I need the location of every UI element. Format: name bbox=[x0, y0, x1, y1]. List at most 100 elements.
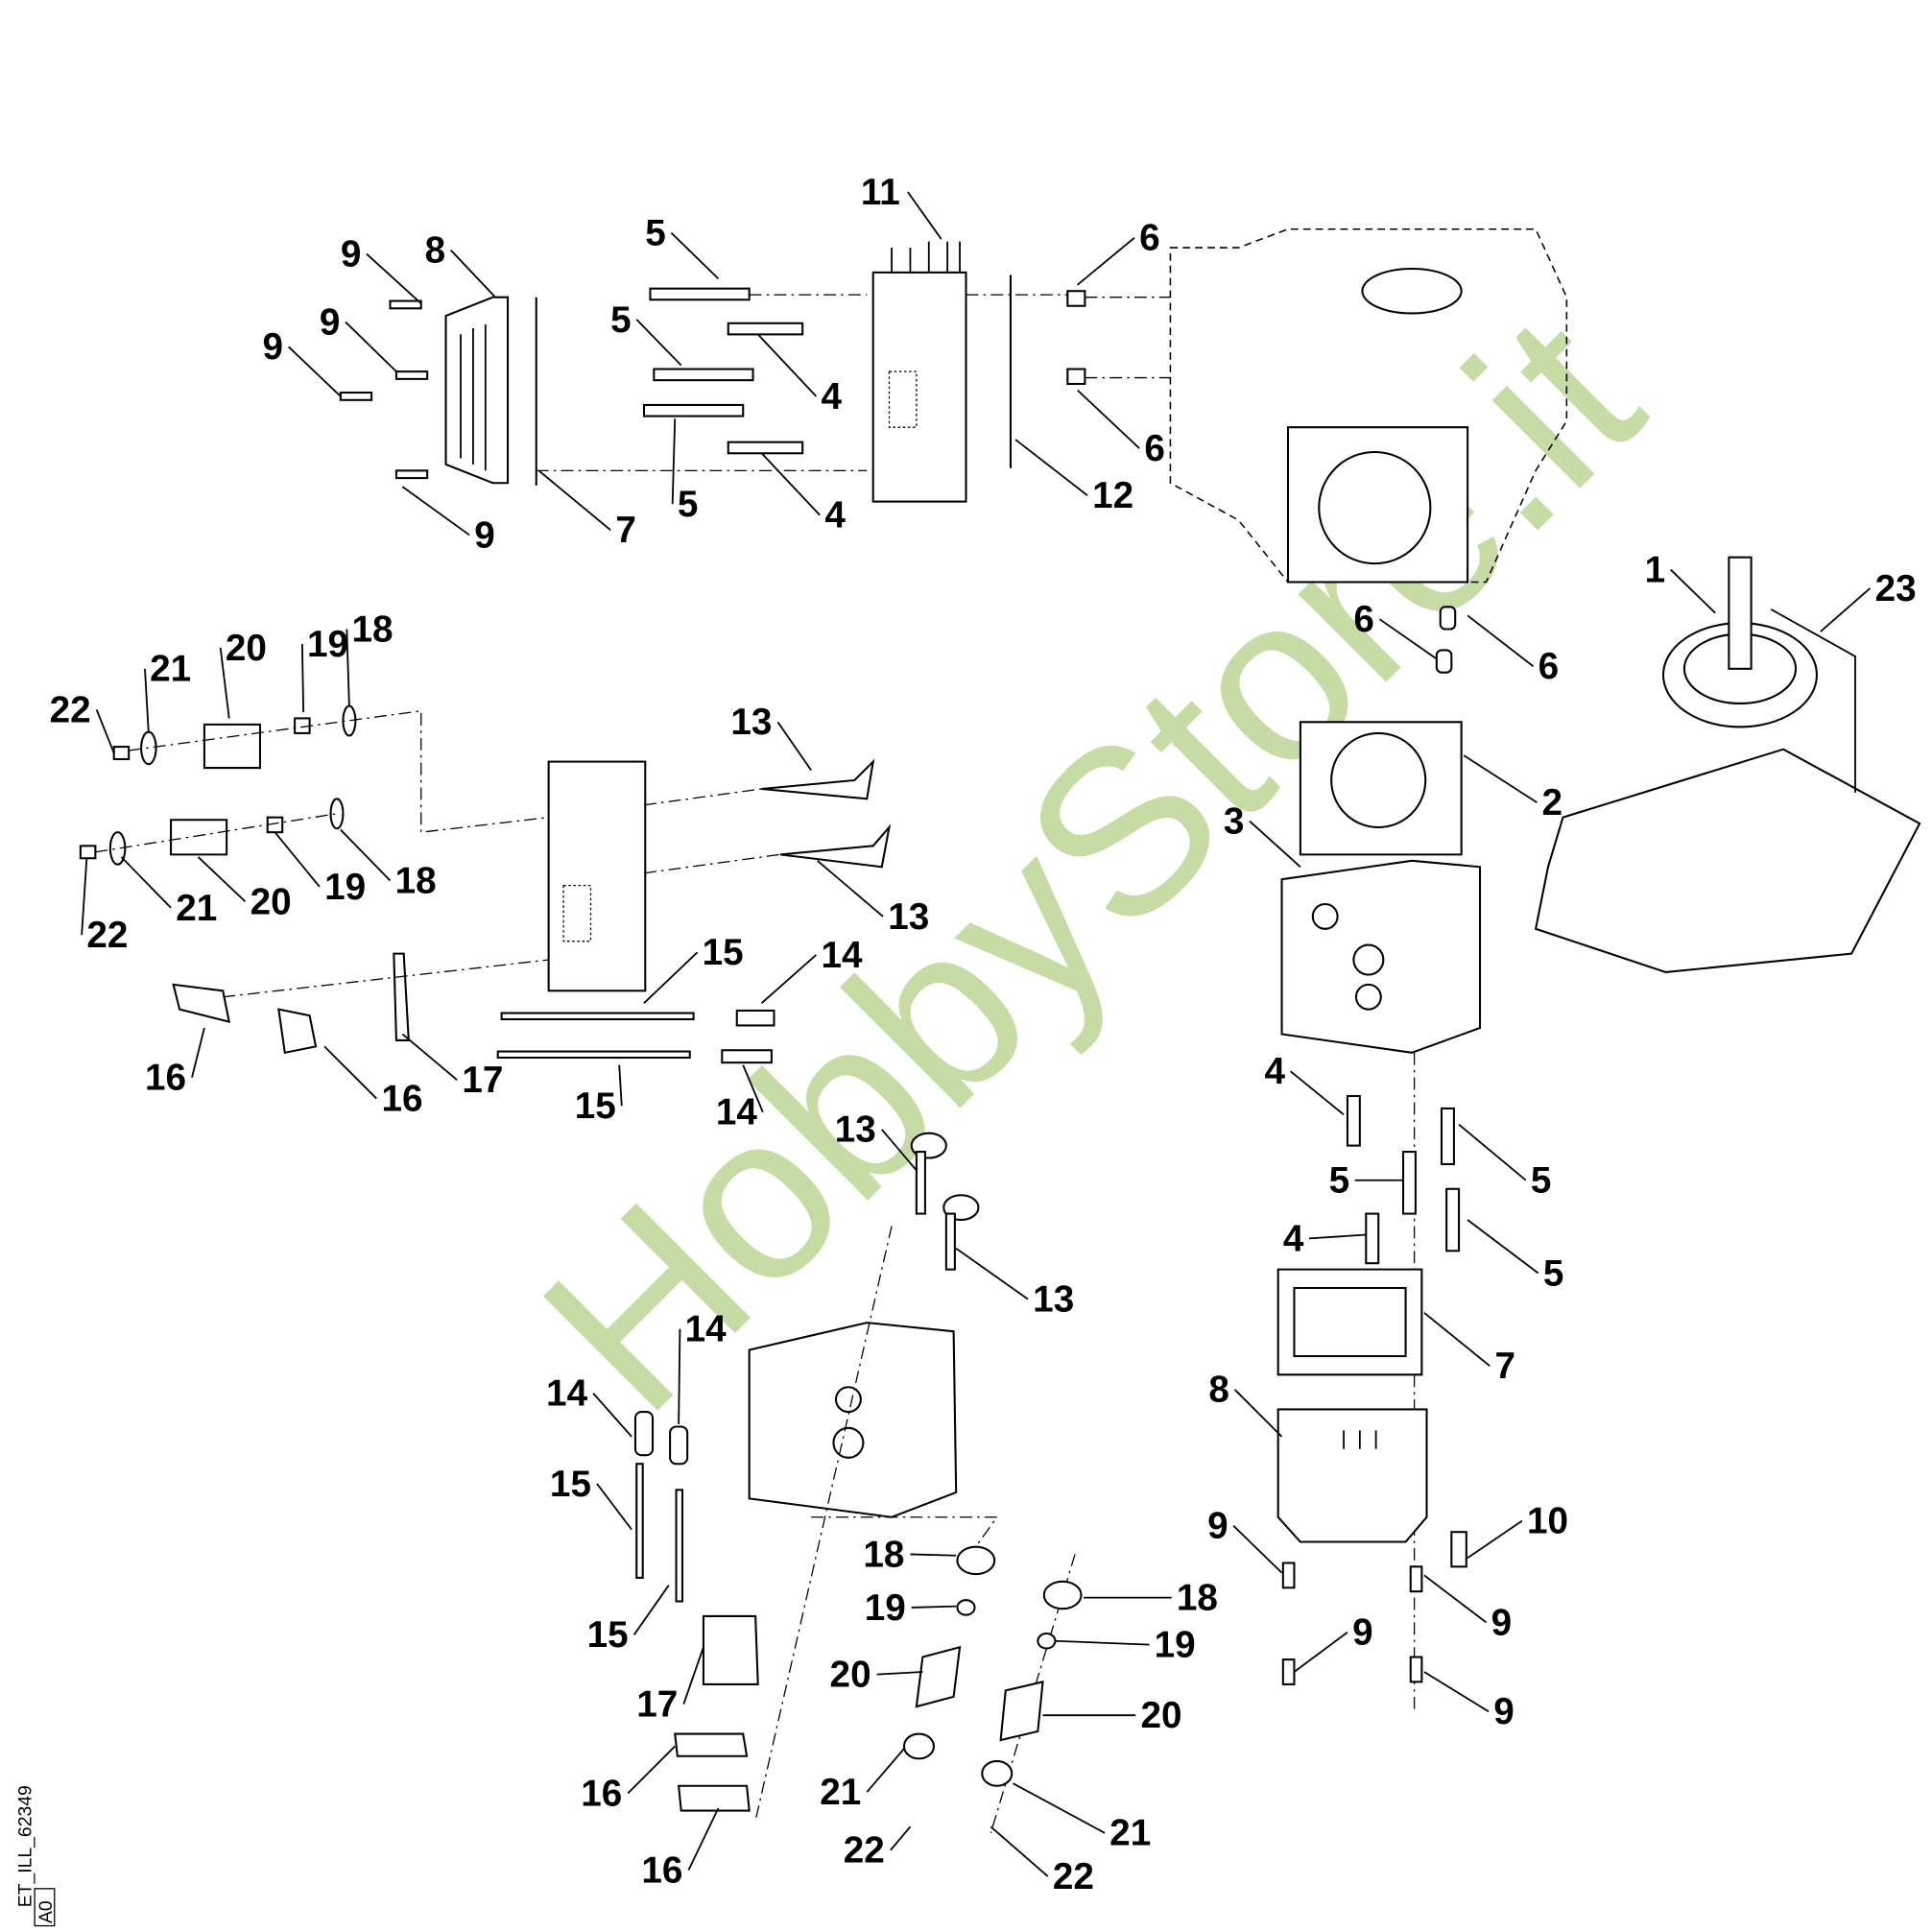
leader-line bbox=[876, 1671, 923, 1676]
part-callout: 5 bbox=[610, 299, 632, 341]
part-callout: 4 bbox=[822, 376, 843, 417]
leader-line bbox=[1378, 618, 1438, 660]
leader-line bbox=[1013, 1782, 1106, 1834]
dowel-6 bbox=[1066, 290, 1086, 307]
dowel-6 bbox=[1066, 368, 1086, 386]
part-callout: 14 bbox=[716, 1092, 758, 1133]
leader-line bbox=[537, 469, 611, 531]
part-callout: 2 bbox=[1542, 782, 1563, 823]
leader-line bbox=[1467, 614, 1535, 667]
leader-line bbox=[1249, 820, 1301, 868]
part-callout: 19 bbox=[865, 1587, 906, 1629]
leader-line bbox=[1467, 1219, 1539, 1275]
drawing-reference: ET_ILL_62349 bbox=[14, 1785, 36, 1907]
part-callout: 19 bbox=[1155, 1625, 1196, 1666]
leader-line bbox=[95, 709, 115, 753]
part-callout: 5 bbox=[645, 212, 666, 253]
part-callout: 15 bbox=[587, 1614, 629, 1656]
leader-line bbox=[346, 629, 350, 706]
part-callout: 19 bbox=[307, 624, 348, 665]
part-callout: 8 bbox=[1208, 1370, 1229, 1411]
part-callout: 8 bbox=[425, 230, 446, 272]
leader-line bbox=[1293, 1632, 1348, 1673]
part-callout: 16 bbox=[581, 1773, 622, 1814]
part-callout: 9 bbox=[1493, 1691, 1515, 1732]
part-callout: 20 bbox=[1140, 1695, 1181, 1736]
leader-line bbox=[144, 668, 150, 733]
bolts-top bbox=[339, 287, 804, 480]
leader-line bbox=[120, 856, 172, 909]
leader-line bbox=[401, 1033, 458, 1081]
leader-line bbox=[1670, 568, 1716, 614]
part-callout: 14 bbox=[822, 935, 864, 976]
part-callout: 15 bbox=[703, 932, 744, 973]
part-callout: 5 bbox=[1531, 1160, 1552, 1202]
part-callout: 9 bbox=[1352, 1612, 1373, 1654]
part-callout: 21 bbox=[176, 888, 217, 929]
part-callout: 12 bbox=[1092, 475, 1133, 516]
leader-line bbox=[776, 721, 812, 772]
leader-line bbox=[890, 1825, 912, 1851]
leader-line bbox=[760, 954, 817, 1004]
leader-line bbox=[1423, 1312, 1491, 1367]
part-callout: 17 bbox=[636, 1683, 678, 1725]
dowel-6 bbox=[1435, 649, 1453, 674]
part-callout: 23 bbox=[1875, 568, 1917, 609]
camshaft-gear bbox=[1661, 556, 1819, 728]
leader-line bbox=[191, 1027, 205, 1078]
leader-line bbox=[643, 951, 699, 1004]
part-callout: 6 bbox=[1538, 646, 1560, 687]
leader-line bbox=[1423, 1671, 1490, 1713]
leader-line bbox=[345, 321, 397, 372]
leader-line bbox=[1077, 389, 1140, 449]
leader-line bbox=[592, 1393, 632, 1438]
part-callout: 11 bbox=[861, 172, 900, 213]
leader-line bbox=[1308, 1233, 1367, 1240]
leader-line bbox=[1458, 1123, 1527, 1181]
part-callout: 20 bbox=[226, 628, 267, 669]
part-callout: 21 bbox=[820, 1772, 861, 1813]
part-callout: 18 bbox=[1177, 1578, 1218, 1619]
drawing-revision: A0 bbox=[36, 1900, 57, 1923]
leader-line bbox=[910, 1553, 957, 1557]
leader-line bbox=[671, 418, 677, 505]
part-callout: 22 bbox=[50, 689, 91, 730]
screws-9-right bbox=[1281, 1562, 1423, 1685]
part-callout: 1 bbox=[1645, 549, 1666, 590]
part-callout: 17 bbox=[462, 1060, 503, 1101]
leader-line bbox=[323, 1045, 377, 1100]
leader-line bbox=[1290, 1070, 1345, 1116]
leader-line bbox=[197, 856, 247, 903]
part-callout: 9 bbox=[1207, 1506, 1228, 1547]
revision-box bbox=[34, 1888, 56, 1927]
leader-line bbox=[990, 1825, 1049, 1877]
cylinder-head-side bbox=[547, 760, 647, 992]
part-callout: 20 bbox=[250, 881, 292, 922]
part-callout: 13 bbox=[1033, 1279, 1074, 1321]
part-callout: 5 bbox=[1543, 1252, 1564, 1294]
leader-line bbox=[366, 252, 422, 304]
leader-line bbox=[682, 1646, 704, 1705]
part-callout: 4 bbox=[1264, 1051, 1285, 1092]
part-callout: 15 bbox=[550, 1464, 591, 1505]
leader-line bbox=[627, 1745, 676, 1795]
part-callout: 18 bbox=[395, 860, 437, 901]
leader-line bbox=[635, 319, 682, 367]
leader-line bbox=[1233, 1389, 1283, 1438]
leader-line bbox=[288, 346, 342, 397]
part-callout: 22 bbox=[86, 915, 128, 956]
part-callout: 22 bbox=[1053, 1856, 1094, 1897]
leader-line bbox=[1423, 1574, 1488, 1624]
part-callout: 16 bbox=[381, 1078, 422, 1119]
part-callout: 13 bbox=[888, 896, 929, 938]
part-callout: 21 bbox=[150, 649, 191, 690]
part-callout: 6 bbox=[1139, 218, 1160, 259]
part-callout: 9 bbox=[474, 514, 495, 556]
part-callout: 13 bbox=[835, 1109, 876, 1151]
leader-line bbox=[1820, 587, 1872, 632]
part-callout: 14 bbox=[546, 1373, 588, 1415]
leader-line bbox=[81, 858, 88, 936]
part-callout: 5 bbox=[1329, 1160, 1350, 1202]
